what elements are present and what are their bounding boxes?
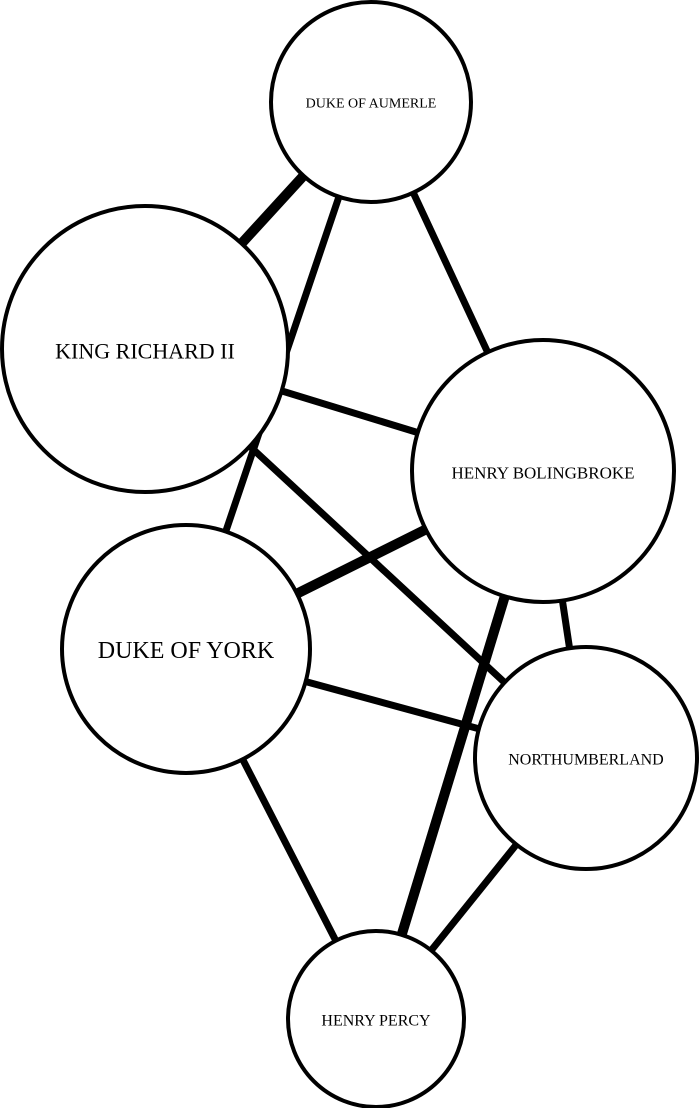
node-label-aumerle: DUKE OF AUMERLE — [306, 97, 437, 112]
node-label-percy: HENRY PERCY — [321, 1013, 431, 1030]
node-york: DUKE OF YORK — [60, 523, 312, 775]
node-richard: KING RICHARD II — [0, 204, 290, 494]
node-circle-northumberland — [473, 645, 699, 871]
node-circle-york — [60, 523, 312, 775]
node-circle-bolingbroke — [410, 338, 676, 604]
node-circle-percy — [286, 929, 466, 1108]
node-circle-richard — [0, 204, 290, 494]
node-circle-aumerle — [269, 0, 473, 204]
node-label-northumberland: NORTHUMBERLAND — [508, 752, 663, 769]
node-northumberland: NORTHUMBERLAND — [473, 645, 699, 871]
node-percy: HENRY PERCY — [286, 929, 466, 1108]
node-aumerle: DUKE OF AUMERLE — [269, 0, 473, 204]
node-label-bolingbroke: HENRY BOLINGBROKE — [451, 464, 634, 483]
node-label-york: DUKE OF YORK — [98, 638, 275, 664]
node-label-richard: KING RICHARD II — [55, 339, 235, 364]
node-bolingbroke: HENRY BOLINGBROKE — [410, 338, 676, 604]
